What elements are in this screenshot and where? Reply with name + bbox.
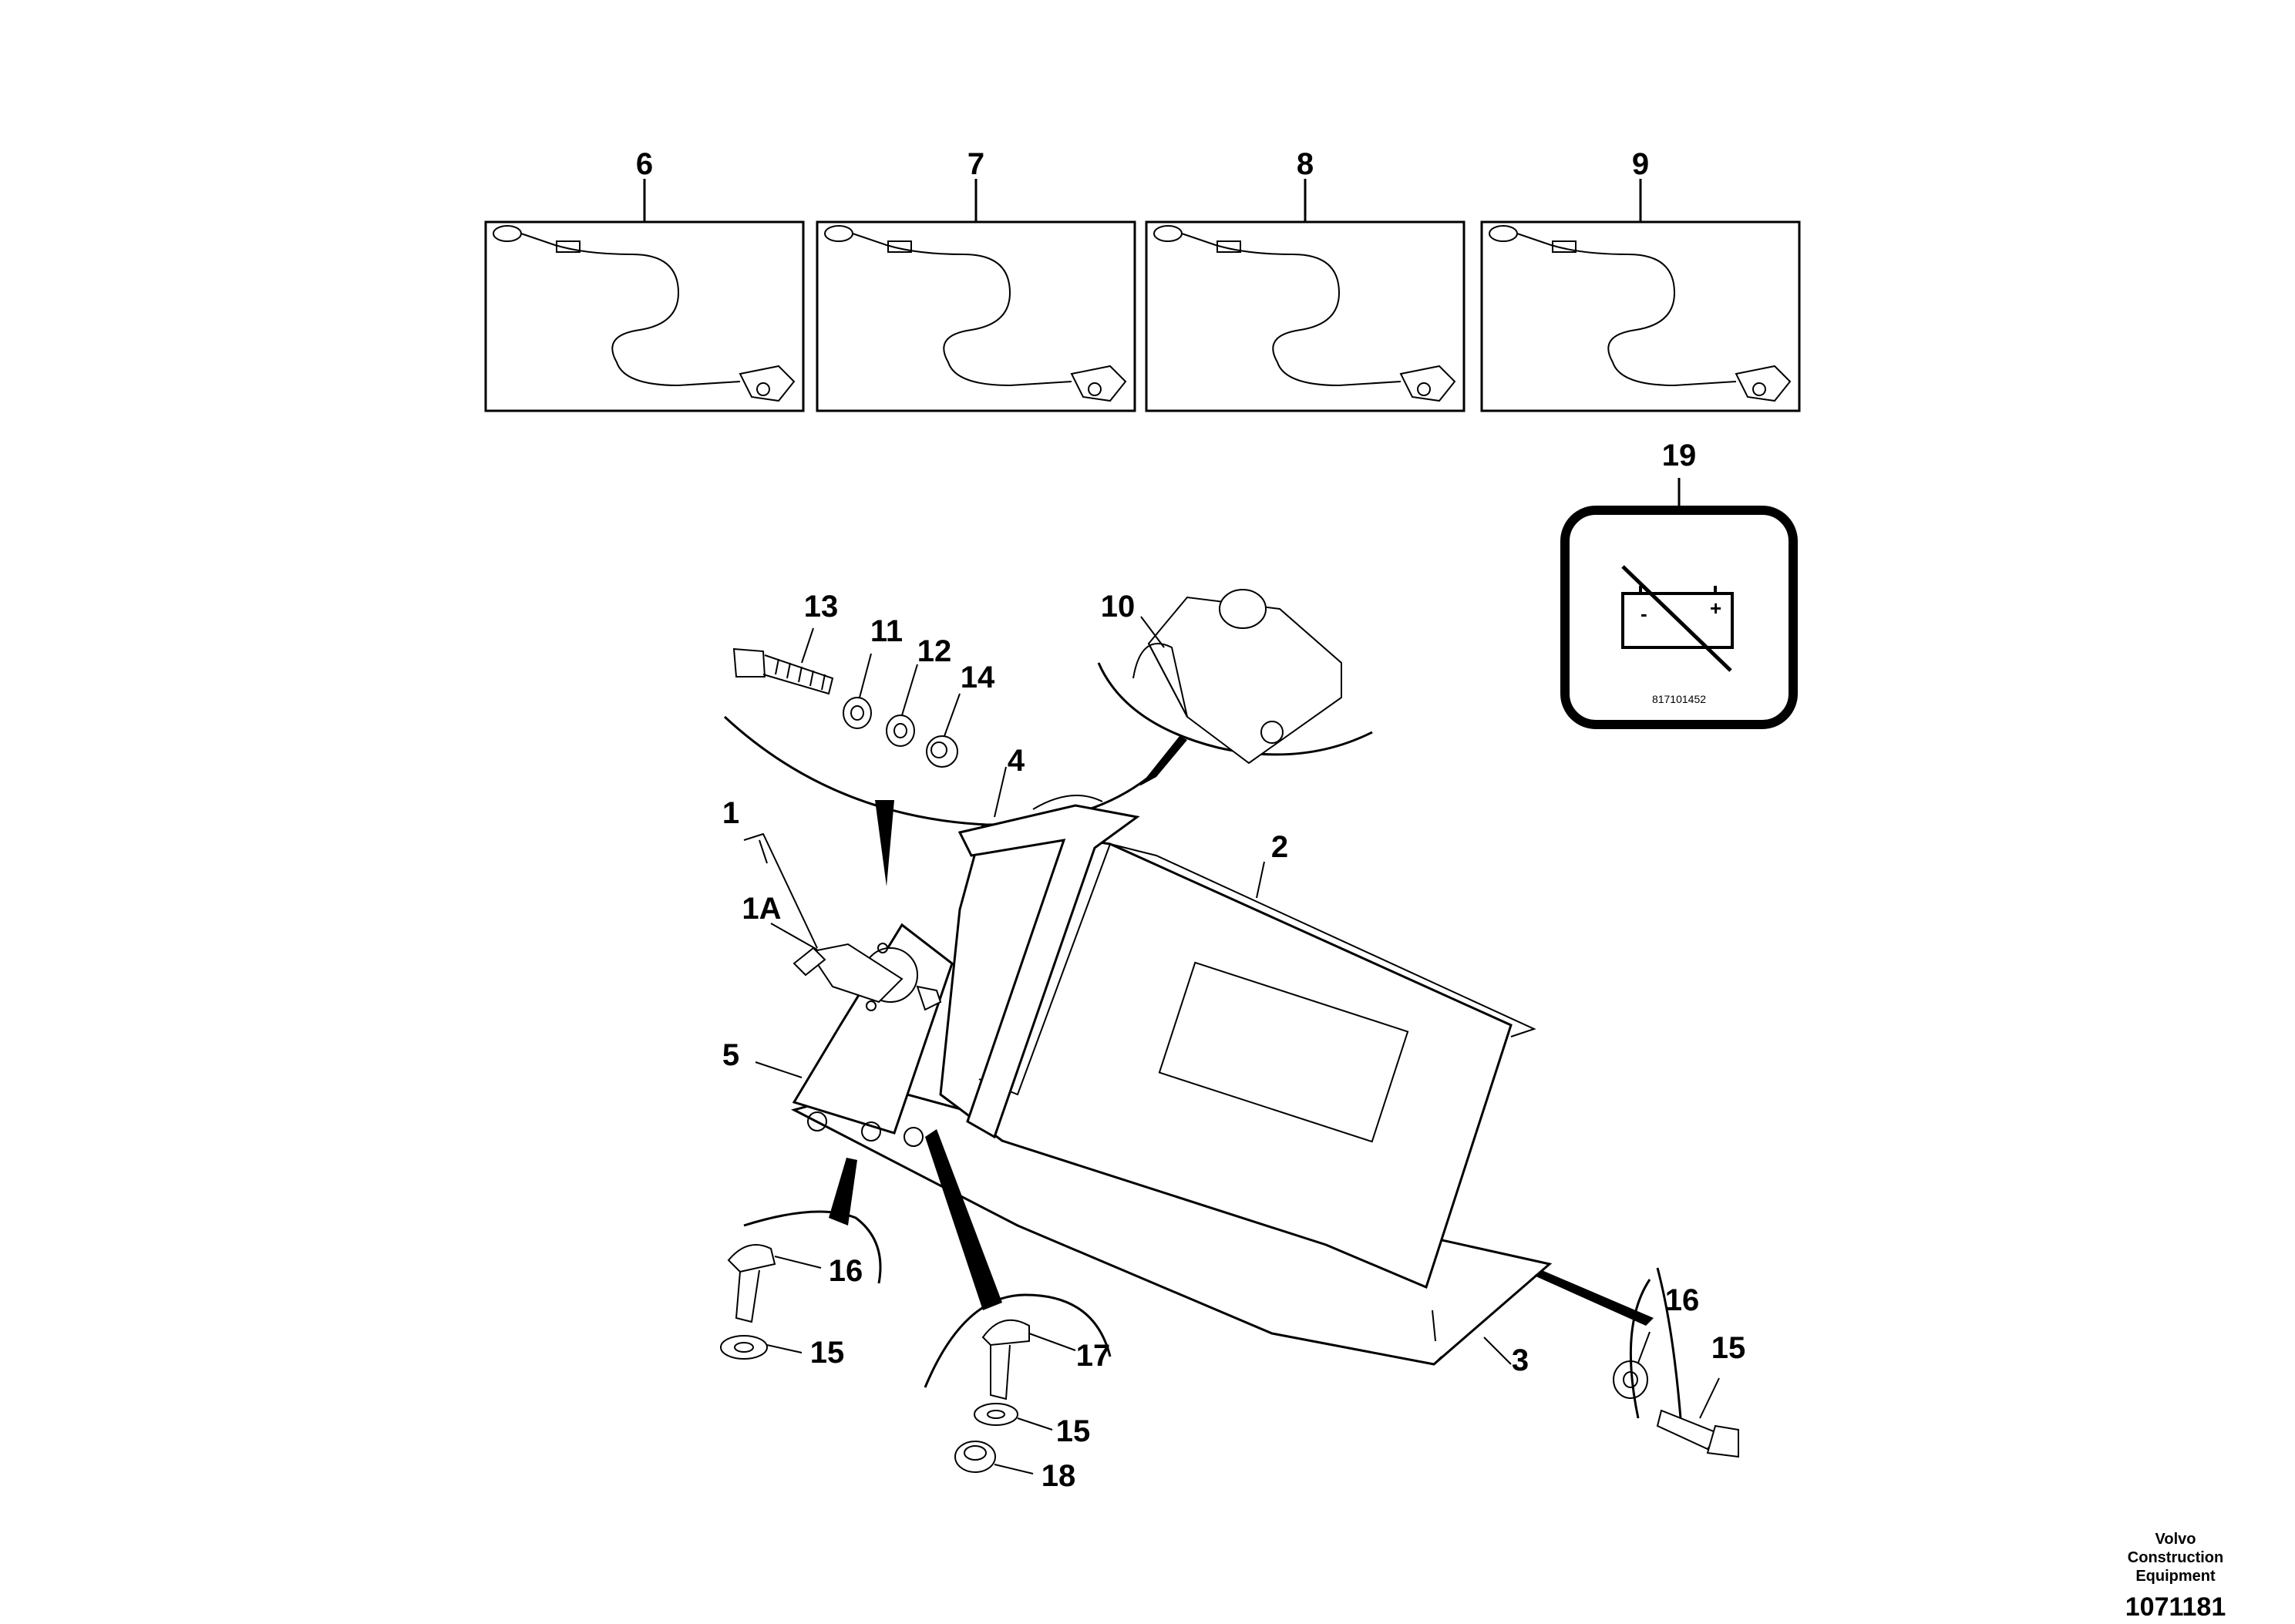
- figure-credit: Volvo Construction Equipment 1071181: [2110, 1530, 2241, 1624]
- callout-18: 18: [1041, 1459, 1076, 1493]
- callout-1A: 1A: [742, 892, 781, 926]
- bolt-13: [732, 647, 834, 695]
- battery-main-switch: [792, 943, 942, 1011]
- callout-16-left: 16: [829, 1254, 863, 1288]
- washer-16-right: [1613, 1360, 1648, 1399]
- cable-panel-9: [1480, 179, 1801, 412]
- detail-bracket-bolt: [720, 1158, 882, 1360]
- bolt-17: [981, 1319, 1030, 1400]
- callout-13: 13: [804, 590, 839, 624]
- callout-15-mid: 15: [1056, 1414, 1091, 1448]
- callout-15-right: 15: [1711, 1331, 1746, 1365]
- cable-panel-8: [1145, 179, 1466, 412]
- callout-15-left: 15: [810, 1336, 845, 1370]
- battery-box-assembly: [743, 766, 1553, 1366]
- washer-15-left: [720, 1335, 768, 1360]
- svg-text:+: +: [1710, 597, 1721, 620]
- callout-8: 8: [1297, 147, 1314, 181]
- callout-11: 11: [870, 614, 903, 648]
- detail-terminal-cover: [1097, 589, 1373, 786]
- callout-16-right: 16: [1665, 1283, 1700, 1317]
- svg-text:-: -: [1640, 602, 1647, 625]
- callout-4: 4: [1008, 744, 1025, 778]
- cable-panel-7: [816, 179, 1136, 412]
- washer-12: [886, 714, 915, 747]
- callout-6: 6: [636, 147, 653, 181]
- bolt-16-left: [727, 1244, 776, 1323]
- washer-11: [843, 697, 872, 729]
- callout-1: 1: [722, 796, 739, 830]
- detail-tray-end-bolt: [1534, 1267, 1739, 1458]
- decal-code: 817101452: [1652, 693, 1706, 705]
- org-name: Volvo Construction Equipment: [2127, 1531, 2224, 1585]
- bolt-15-right: [1656, 1409, 1739, 1458]
- callout-10: 10: [1101, 590, 1136, 624]
- nut-14: [926, 735, 958, 768]
- callout-12: 12: [917, 634, 952, 668]
- callout-5: 5: [722, 1038, 739, 1072]
- callout-7: 7: [967, 147, 984, 181]
- battery-decal: - + 817101452: [1560, 478, 1798, 729]
- cable-panel-6: [484, 179, 805, 412]
- callout-labels: 6 7 8 9 19 13 11 12 14 10 4 2 1 1A 5 16 …: [636, 147, 1745, 1493]
- detail-main-switch-fasteners: [723, 627, 1157, 886]
- figure-number: 1071181: [2125, 1592, 2226, 1622]
- terminal-cover-10: [1132, 589, 1342, 765]
- callout-9: 9: [1632, 147, 1649, 181]
- callout-19: 19: [1662, 439, 1697, 472]
- callout-2: 2: [1271, 830, 1288, 864]
- callout-3: 3: [1512, 1343, 1529, 1377]
- callout-14: 14: [961, 661, 995, 694]
- nut-18: [954, 1441, 996, 1473]
- washer-15-mid: [974, 1403, 1018, 1426]
- detail-tray-bolt: [924, 1129, 1112, 1474]
- callout-17: 17: [1076, 1339, 1111, 1373]
